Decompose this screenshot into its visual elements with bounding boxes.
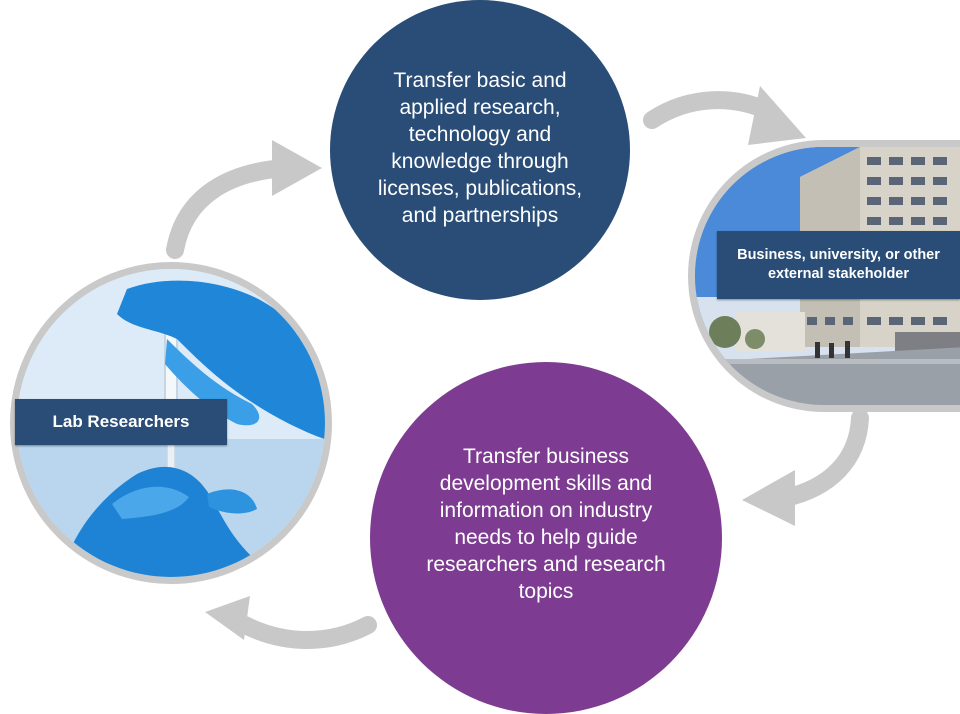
business-transfer-circle: Transfer business development skills and… xyxy=(370,362,722,714)
research-transfer-text: Transfer basic and applied research, tec… xyxy=(377,69,583,227)
business-transfer-text: Transfer business development skills and… xyxy=(426,445,666,603)
research-transfer-circle: Transfer basic and applied research, tec… xyxy=(330,0,630,300)
arrow-stakeholder-to-bottom xyxy=(742,409,869,526)
lab-researchers-label: Lab Researchers xyxy=(15,399,227,445)
arrow-top-to-stakeholder xyxy=(643,86,806,145)
stakeholder-label: Business, university, or other external … xyxy=(717,231,960,299)
lab-researchers-photo xyxy=(10,262,332,584)
arrow-bottom-to-lab xyxy=(205,596,377,649)
arrow-lab-to-top xyxy=(166,140,322,259)
